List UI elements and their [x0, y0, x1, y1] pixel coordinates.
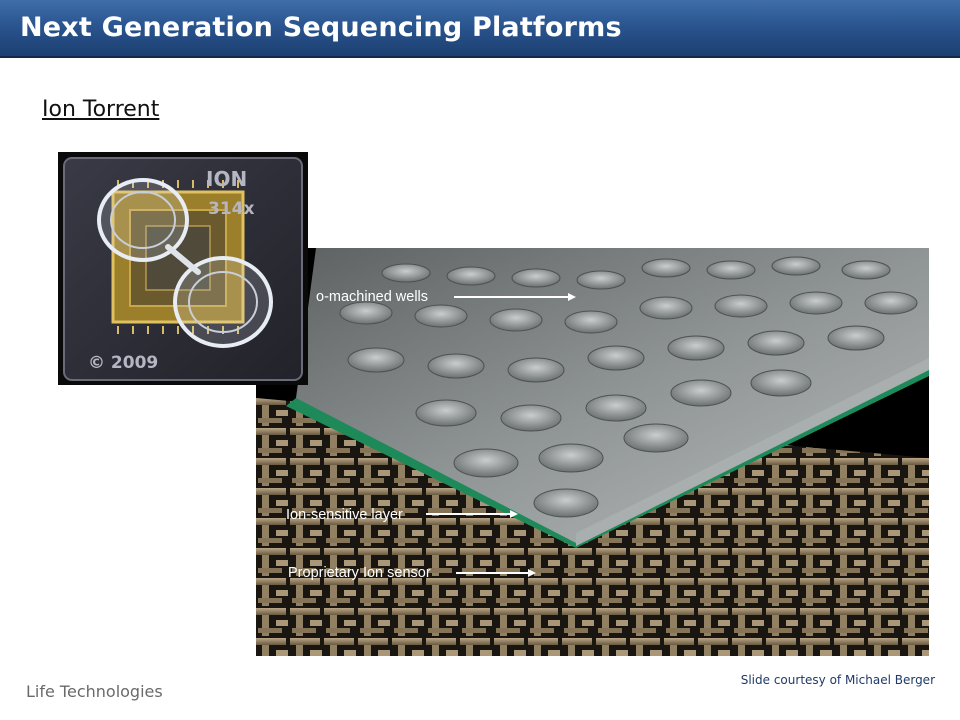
- footer-credit: Slide courtesy of Michael Berger: [740, 673, 935, 687]
- slide-title: Next Generation Sequencing Platforms: [20, 12, 622, 43]
- chip-label-model: 314x: [208, 199, 254, 219]
- layered-sensor-diagram-icon: o-machined wells Ion-sensitive layer Pro…: [256, 248, 929, 656]
- chip-label-copyright: © 2009: [88, 353, 158, 373]
- chip-photo: ION 314x © 2009: [58, 152, 308, 385]
- footer-company: Life Technologies: [26, 682, 163, 701]
- callout-wells: o-machined wells: [316, 289, 428, 305]
- callout-ion-sensor: Proprietary Ion sensor: [288, 565, 431, 581]
- chip-label-ion: ION: [206, 167, 247, 191]
- title-bar: Next Generation Sequencing Platforms: [0, 0, 960, 58]
- layer-diagram: o-machined wells Ion-sensitive layer Pro…: [256, 248, 929, 656]
- semiconductor-chip-photo-icon: ION 314x © 2009: [63, 157, 303, 381]
- callout-ion-layer: Ion-sensitive layer: [286, 507, 403, 523]
- section-heading: Ion Torrent: [42, 97, 160, 122]
